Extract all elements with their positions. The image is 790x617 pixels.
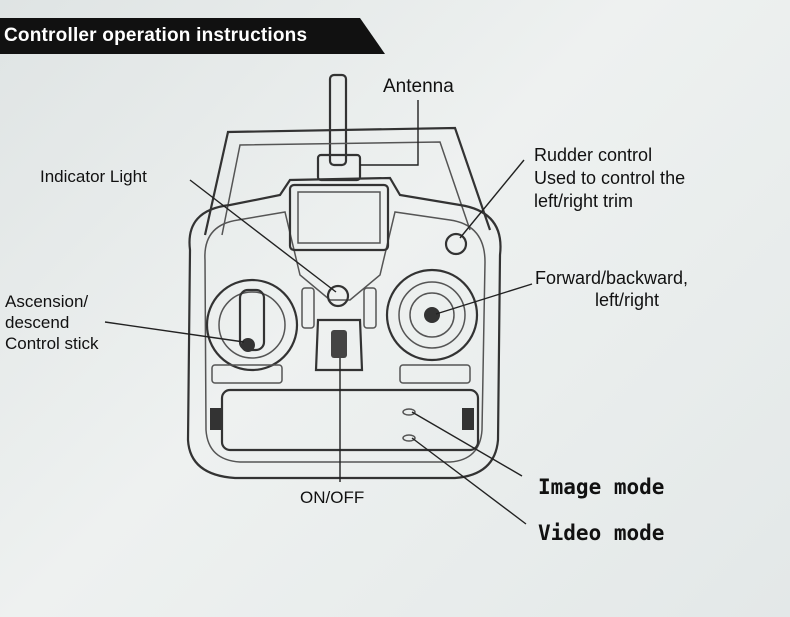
power-switch	[331, 330, 347, 358]
ascension-leader	[104, 321, 245, 343]
indicator-light-shape	[326, 284, 350, 308]
antenna-label: Antenna	[383, 76, 454, 97]
right-grip-mark	[462, 408, 474, 430]
video-mode-button	[402, 434, 416, 442]
ascension-label-1: Ascension/	[5, 292, 88, 311]
image-mode-label: Image mode	[538, 475, 664, 499]
left-grip-mark	[210, 408, 222, 430]
left-trim	[301, 287, 315, 329]
handle-inner	[221, 141, 471, 236]
ascension-label-2: descend	[5, 313, 69, 332]
indicator-light-label: Indicator Light	[40, 167, 147, 186]
antenna-leader	[360, 100, 419, 166]
rudder-leader	[459, 159, 525, 239]
image-mode-button	[402, 408, 416, 416]
power-switch-housing	[314, 318, 364, 372]
ascension-label-3: Control stick	[5, 334, 99, 353]
left-trim-bar	[211, 364, 283, 384]
on-off-label: ON/OFF	[300, 488, 364, 507]
right-trim	[363, 287, 377, 329]
antenna-shape	[328, 73, 348, 167]
controller-body	[186, 176, 502, 480]
right-stick-ring-inner	[398, 281, 466, 349]
header-title: Controller operation instructions	[4, 25, 308, 46]
screen	[288, 183, 390, 252]
right-stick-knob	[424, 307, 440, 323]
antenna-base	[316, 153, 362, 182]
header-banner: Controller operation instructions	[0, 18, 385, 54]
video-mode-leader	[411, 437, 527, 525]
rudder-label-3: left/right trim	[534, 191, 633, 211]
rudder-knob	[444, 232, 468, 256]
right-stick-ring	[385, 268, 479, 362]
video-mode-label: Video mode	[538, 521, 664, 545]
rudder-label-2: Used to control the	[534, 168, 685, 188]
forward-label-1: Forward/backward,	[535, 268, 688, 288]
left-stick-knob	[241, 338, 255, 352]
controller-drawing	[186, 73, 502, 480]
right-trim-bar	[399, 364, 471, 384]
battery-compartment	[220, 388, 480, 452]
handle	[203, 126, 492, 236]
forward-leader	[435, 283, 533, 315]
leader-lines	[104, 100, 533, 525]
screen-inner	[297, 191, 381, 244]
face-plate	[204, 211, 486, 463]
indicator-leader	[189, 179, 337, 293]
image-mode-leader	[411, 411, 523, 477]
rudder-label-1: Rudder control	[534, 145, 652, 165]
right-stick-ring-core	[409, 292, 455, 338]
forward-label-2: left/right	[595, 290, 659, 310]
left-stick-ring	[205, 278, 299, 372]
left-stick-ring-inner	[218, 291, 286, 359]
